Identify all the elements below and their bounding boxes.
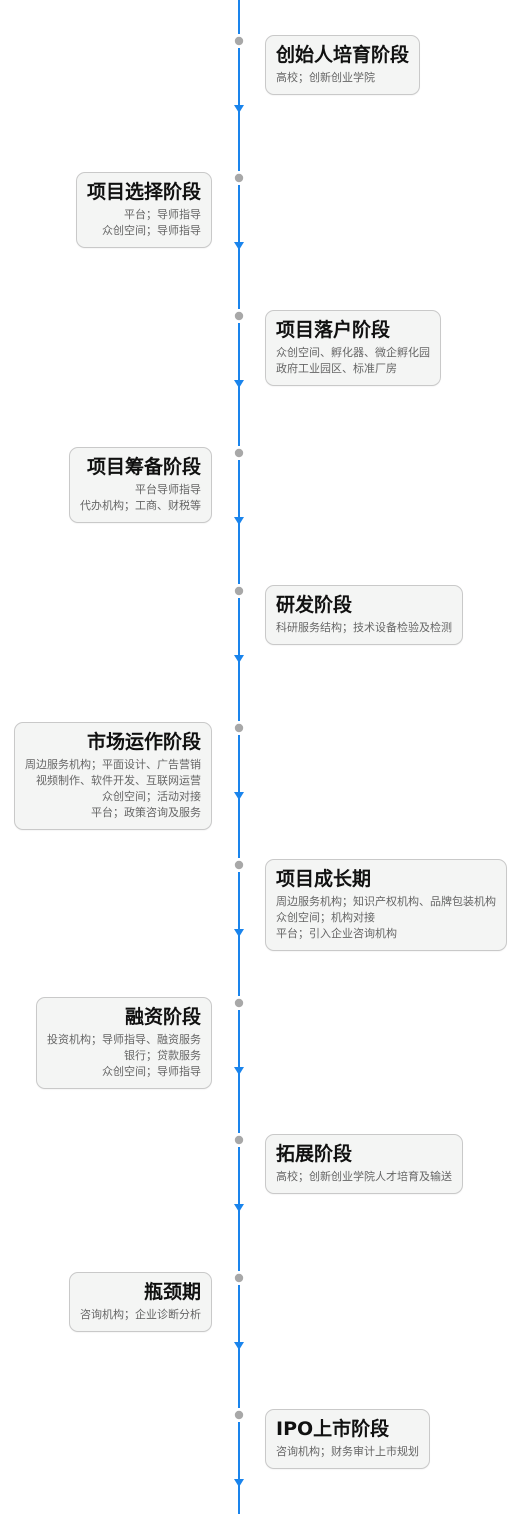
stage-title: 瓶颈期 <box>143 1281 201 1303</box>
stage-detail-line: 咨询机构；企业诊断分析 <box>80 1308 201 1321</box>
timeline-dot <box>234 1273 244 1283</box>
stage-detail-line: 代办机构；工商、财税等 <box>80 499 201 512</box>
stage-card: 项目成长期周边服务机构；知识产权机构、品牌包装机构众创空间；机构对接平台；引入企… <box>265 859 507 951</box>
timeline-dot <box>234 1410 244 1420</box>
arrow-down-icon <box>234 517 244 525</box>
stage-detail-line: 平台导师指导 <box>135 483 201 496</box>
timeline-dot <box>234 448 244 458</box>
timeline-dot <box>234 723 244 733</box>
arrow-down-icon <box>234 929 244 937</box>
timeline-dot <box>234 860 244 870</box>
stage-detail-line: 众创空间；导师指导 <box>102 224 202 237</box>
stage-card: 市场运作阶段周边服务机构；平面设计、广告营销视频制作、软件开发、互联网运营众创空… <box>14 722 212 830</box>
stage-detail-line: 政府工业园区、标准厂房 <box>276 362 397 375</box>
arrow-down-icon <box>234 242 244 250</box>
stage-detail-line: 科研服务结构；技术设备检验及检测 <box>276 621 452 634</box>
stage-detail-line: 视频制作、软件开发、互联网运营 <box>36 774 201 787</box>
arrow-down-icon <box>234 380 244 388</box>
stage-detail-line: 平台；导师指导 <box>124 208 202 221</box>
stage-detail-line: 周边服务机构；平面设计、广告营销 <box>25 758 201 771</box>
stage-title: 项目落户阶段 <box>276 319 391 341</box>
timeline-dot <box>234 173 244 183</box>
arrow-down-icon <box>234 1204 244 1212</box>
stage-detail-line: 平台；引入企业咨询机构 <box>276 927 397 940</box>
timeline-dot <box>234 311 244 321</box>
stage-detail-line: 众创空间；导师指导 <box>102 1065 201 1078</box>
arrow-down-icon <box>234 1067 244 1075</box>
stage-title: 市场运作阶段 <box>86 731 201 753</box>
timeline-dot <box>234 998 244 1008</box>
timeline-dot <box>234 586 244 596</box>
stage-card: 创始人培育阶段高校；创新创业学院 <box>265 35 421 95</box>
arrow-down-icon <box>234 792 244 800</box>
arrow-down-icon <box>234 655 244 663</box>
stage-detail-line: 周边服务机构；知识产权机构、品牌包装机构 <box>276 895 496 908</box>
stage-title: 拓展阶段 <box>276 1143 353 1165</box>
stage-card: 项目选择阶段平台；导师指导众创空间；导师指导 <box>76 172 213 248</box>
arrow-down-icon <box>234 1342 244 1350</box>
stage-card: 项目筹备阶段平台导师指导代办机构；工商、财税等 <box>69 447 212 523</box>
stage-title: 融资阶段 <box>124 1006 201 1028</box>
stage-detail-line: 众创空间；机构对接 <box>276 911 375 924</box>
timeline-dot <box>234 1135 244 1145</box>
stage-detail-line: 银行；贷款服务 <box>124 1049 201 1062</box>
stage-detail-line: 平台；政策咨询及服务 <box>91 806 201 819</box>
stage-detail-line: 众创空间、孵化器、微企孵化园 <box>276 346 430 359</box>
stage-title: 项目筹备阶段 <box>86 456 201 478</box>
arrow-down-icon <box>234 105 244 113</box>
stage-card: 融资阶段投资机构；导师指导、融资服务银行；贷款服务众创空间；导师指导 <box>36 997 212 1089</box>
timeline-dot <box>234 36 244 46</box>
stage-title: 项目成长期 <box>276 868 372 890</box>
stage-detail-line: 众创空间；活动对接 <box>102 790 201 803</box>
stage-detail-line: 高校；创新创业学院人才培育及输送 <box>276 1170 452 1183</box>
stage-card: 瓶颈期咨询机构；企业诊断分析 <box>69 1272 212 1332</box>
stage-card: 拓展阶段高校；创新创业学院人才培育及输送 <box>265 1134 463 1194</box>
stage-detail-line: 咨询机构；财务审计上市规划 <box>276 1445 419 1458</box>
stage-title: 研发阶段 <box>276 594 353 616</box>
stage-title: IPO上市阶段 <box>276 1418 390 1440</box>
stage-card: 研发阶段科研服务结构；技术设备检验及检测 <box>265 585 463 645</box>
stage-title: 项目选择阶段 <box>87 181 202 203</box>
stage-title: 创始人培育阶段 <box>276 44 410 66</box>
stage-detail-line: 高校；创新创业学院 <box>276 71 375 84</box>
stage-card: 项目落户阶段众创空间、孵化器、微企孵化园政府工业园区、标准厂房 <box>265 310 441 386</box>
stage-card: IPO上市阶段咨询机构；财务审计上市规划 <box>265 1409 430 1469</box>
stage-detail-line: 投资机构；导师指导、融资服务 <box>47 1033 201 1046</box>
arrow-down-icon <box>234 1479 244 1487</box>
